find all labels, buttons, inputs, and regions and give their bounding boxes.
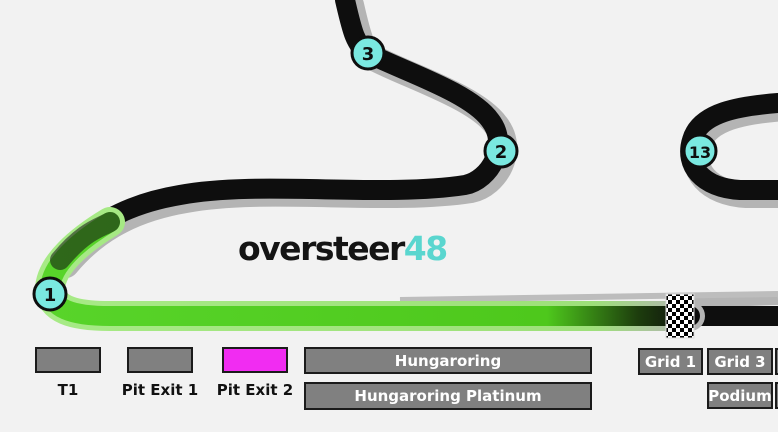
legend-swatch-pit-exit-1[interactable] xyxy=(127,347,193,373)
turn-marker-2[interactable]: 2 xyxy=(483,133,519,169)
brand-number: 48 xyxy=(403,229,448,268)
position-edge-button[interactable] xyxy=(775,382,778,409)
legend-label-pit-exit-2: Pit Exit 2 xyxy=(216,381,294,399)
turn-label: 3 xyxy=(362,44,375,65)
brand-name: oversteer xyxy=(238,229,405,268)
track-button-hungaroring[interactable]: Hungaroring xyxy=(304,347,592,374)
turn-marker-3[interactable]: 3 xyxy=(350,35,386,71)
turn-marker-1[interactable]: 1 xyxy=(32,276,68,312)
track-button-hungaroring-platinum[interactable]: Hungaroring Platinum xyxy=(304,382,592,410)
position-edge-button[interactable] xyxy=(775,348,778,375)
turn-label: 2 xyxy=(495,142,508,163)
legend-label-pit-exit-1: Pit Exit 1 xyxy=(121,381,199,399)
turn-label: 13 xyxy=(689,143,711,162)
legend-label-t1: T1 xyxy=(57,381,79,399)
position-button-grid-1[interactable]: Grid 1 xyxy=(638,348,703,375)
turn-label: 1 xyxy=(44,285,57,306)
position-button-podium[interactable]: Podium xyxy=(707,382,773,409)
legend-swatch-pit-exit-2[interactable] xyxy=(222,347,288,373)
brand-logo: oversteer48 xyxy=(238,229,448,268)
legend-swatch-t1[interactable] xyxy=(35,347,101,373)
position-button-grid-3[interactable]: Grid 3 xyxy=(707,348,773,375)
turn-marker-13[interactable]: 13 xyxy=(682,133,718,169)
start-finish-checkered-flag xyxy=(665,293,695,339)
